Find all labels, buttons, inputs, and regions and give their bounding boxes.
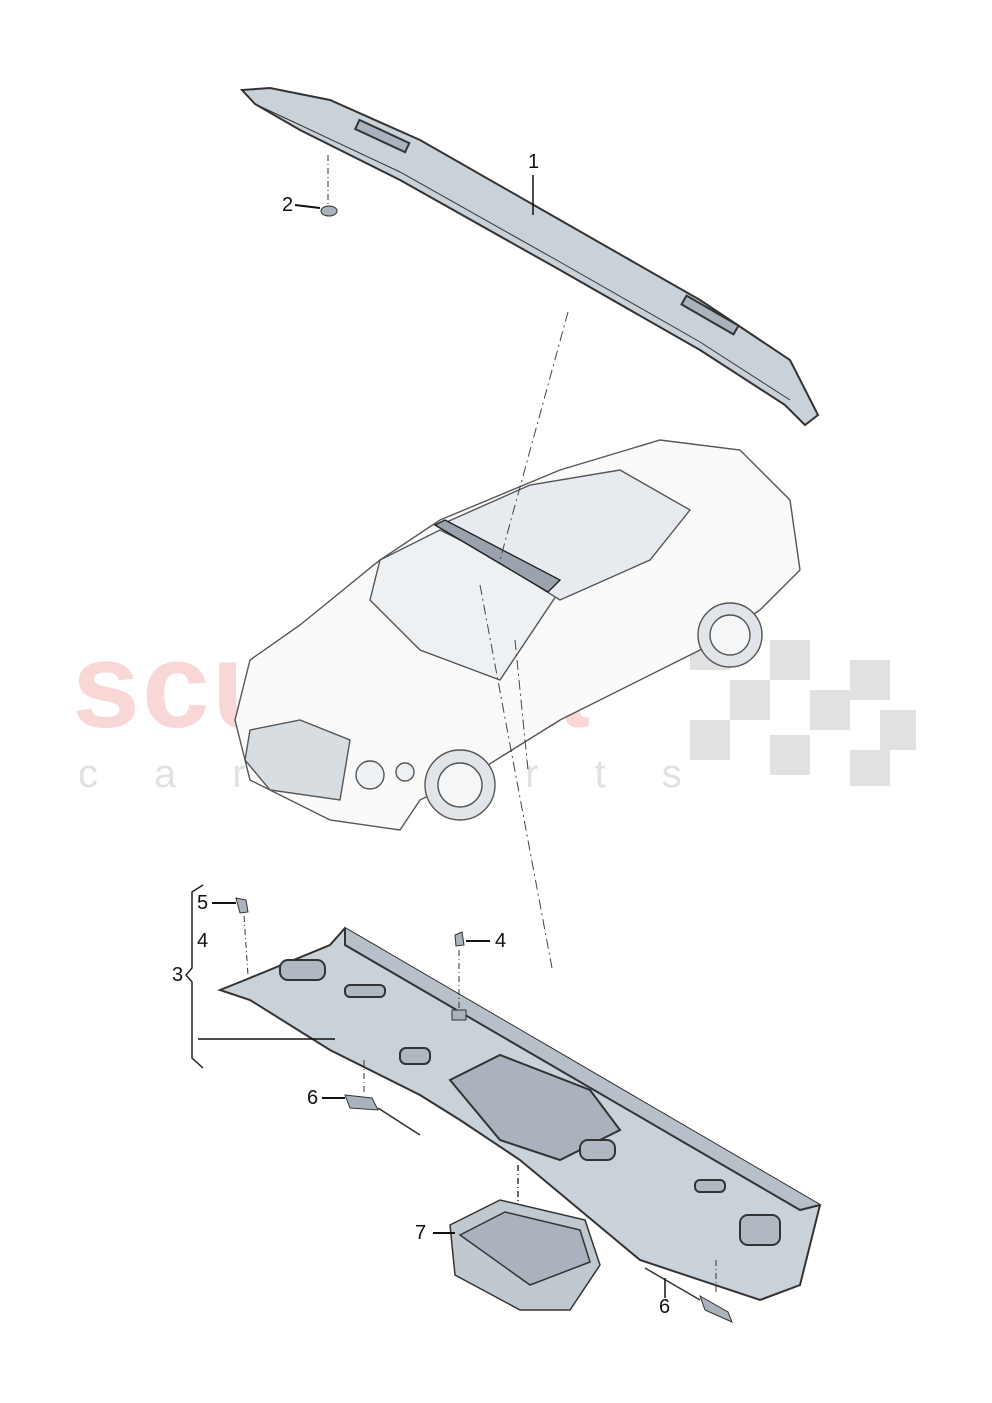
part-1-roof-trim [239,86,820,427]
callout-1: 1 [528,151,540,173]
guide-lines [479,311,569,969]
callout-6-left: 6 [307,1087,319,1109]
part-3-headliner [217,926,822,1302]
part-6-lamp-left [322,1060,421,1136]
callout-4-right: 4 [495,930,507,952]
callout-4-left: 4 [197,930,209,952]
callout-6-right: 6 [659,1296,671,1318]
bracket-3 [185,884,204,1069]
car-illustration [234,439,801,831]
checker-flag-watermark [690,630,916,786]
part-2-clip [294,155,534,217]
callout-2: 2 [282,194,294,216]
part-4-clip [451,931,490,1021]
callout-3: 3 [172,964,184,986]
callout-5: 5 [197,892,209,914]
part-5-clip [212,897,249,976]
callout-7: 7 [415,1222,427,1244]
part-7-console [433,1165,601,1311]
part-6-lamp-right [644,1260,733,1323]
